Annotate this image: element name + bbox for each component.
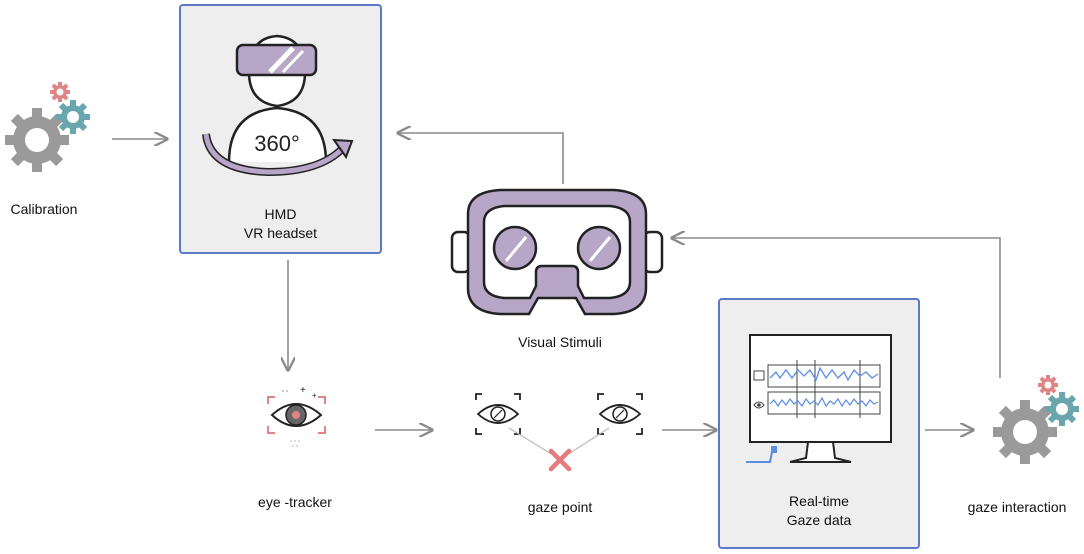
monitor-icon [746,334,892,463]
realtime-label-line2: Gaze data [786,512,852,528]
right-eye-icon [597,393,643,435]
interaction-gears-icon [993,375,1079,464]
svg-text:+: + [312,391,317,400]
realtime-label: Real-time Gaze data [718,492,920,530]
arrow-interaction-to-stimuli [672,238,1001,378]
cross-icon [548,448,572,472]
hmd-label-line1: HMD [264,206,297,222]
calibration-gears-icon [5,82,90,172]
hmd-label-line2: VR headset [243,225,318,241]
hmd-label: HMD VR headset [179,205,382,243]
vr-headset-icon [450,188,664,316]
gaze-point-icon [475,393,643,472]
svg-text:+: + [300,385,306,396]
calibration-label: Calibration [10,201,78,217]
eye-tracker-label: eye -tracker [258,494,332,510]
visual-stimuli-label: Visual Stimuli [518,334,602,350]
arrow-stimuli-to-hmd [398,133,564,184]
eye-tracker-icon: + + [267,385,326,447]
left-eye-icon [475,393,521,435]
realtime-label-line1: Real-time [789,493,849,509]
degrees-text: 360° [254,131,300,156]
gaze-point-label: gaze point [527,499,593,515]
gaze-interaction-label: gaze interaction [967,499,1067,515]
vr-user-icon [202,34,354,177]
